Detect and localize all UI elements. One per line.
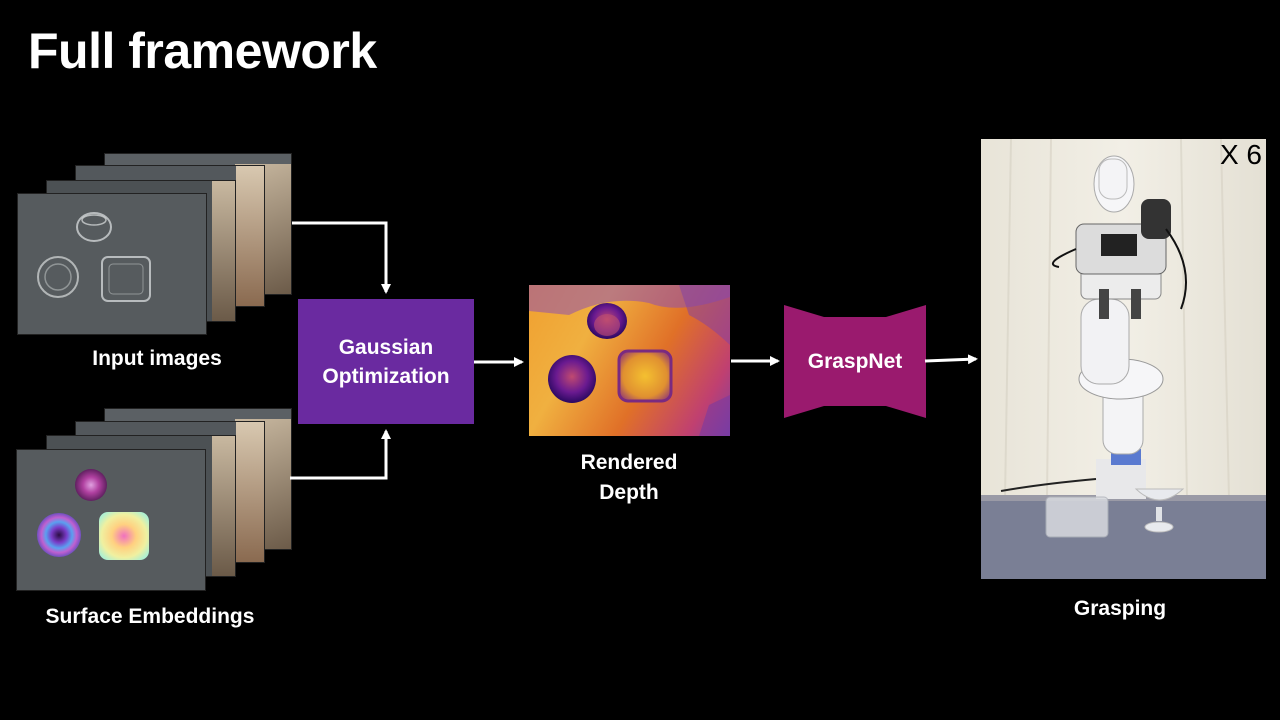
- surface-embeddings-caption: Surface Embeddings: [45, 605, 255, 628]
- rendered-depth-caption: Rendered Depth: [580, 451, 678, 504]
- grasping-caption: Grasping: [1073, 597, 1167, 620]
- surface-embedding-visualization: [37, 469, 149, 560]
- graspnet-block: [784, 305, 926, 418]
- gaussian-optimization-block: Gaussian Optimization: [298, 299, 474, 424]
- robot-arm-illustration: [981, 139, 1266, 579]
- arrow-embeddings-to-gaussian: [290, 429, 391, 480]
- graspnet-label: GraspNet: [807, 350, 903, 373]
- transparent-objects-photo: [37, 212, 151, 302]
- grasping-speed-overlay: X 6: [1219, 139, 1262, 170]
- slide-title: Full framework: [28, 23, 377, 79]
- arrow-input-to-gaussian: [292, 221, 391, 294]
- gaussian-optimization-label: Gaussian Optimization: [322, 335, 450, 388]
- arrow-graspnet-to-grasping: [924, 354, 978, 365]
- embedding-frame-front: [16, 449, 206, 591]
- grasping-photo: X 6: [981, 139, 1266, 579]
- input-images-caption: Input images: [92, 347, 222, 370]
- input-image-frame-front: [17, 193, 207, 335]
- rendered-depth-image: [529, 285, 730, 436]
- depth-map-visualization: [529, 285, 730, 436]
